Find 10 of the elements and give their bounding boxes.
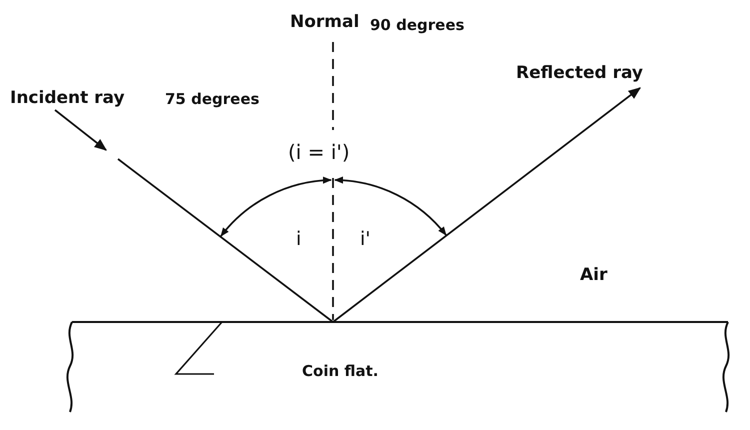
angle-label: 90 degrees — [370, 16, 464, 34]
ray-label: Reflected ray — [516, 63, 643, 83]
axis-label: Normal — [290, 12, 360, 32]
surface-label: Coin flat. — [302, 362, 378, 380]
ray-label: Incident ray — [10, 88, 125, 108]
angle-label: 75 degrees — [165, 90, 260, 108]
medium-label: Air — [580, 265, 608, 285]
equation-label: (i = i') — [288, 140, 350, 164]
angle-symbol: i' — [360, 228, 371, 250]
angle-symbol: i — [296, 228, 302, 250]
